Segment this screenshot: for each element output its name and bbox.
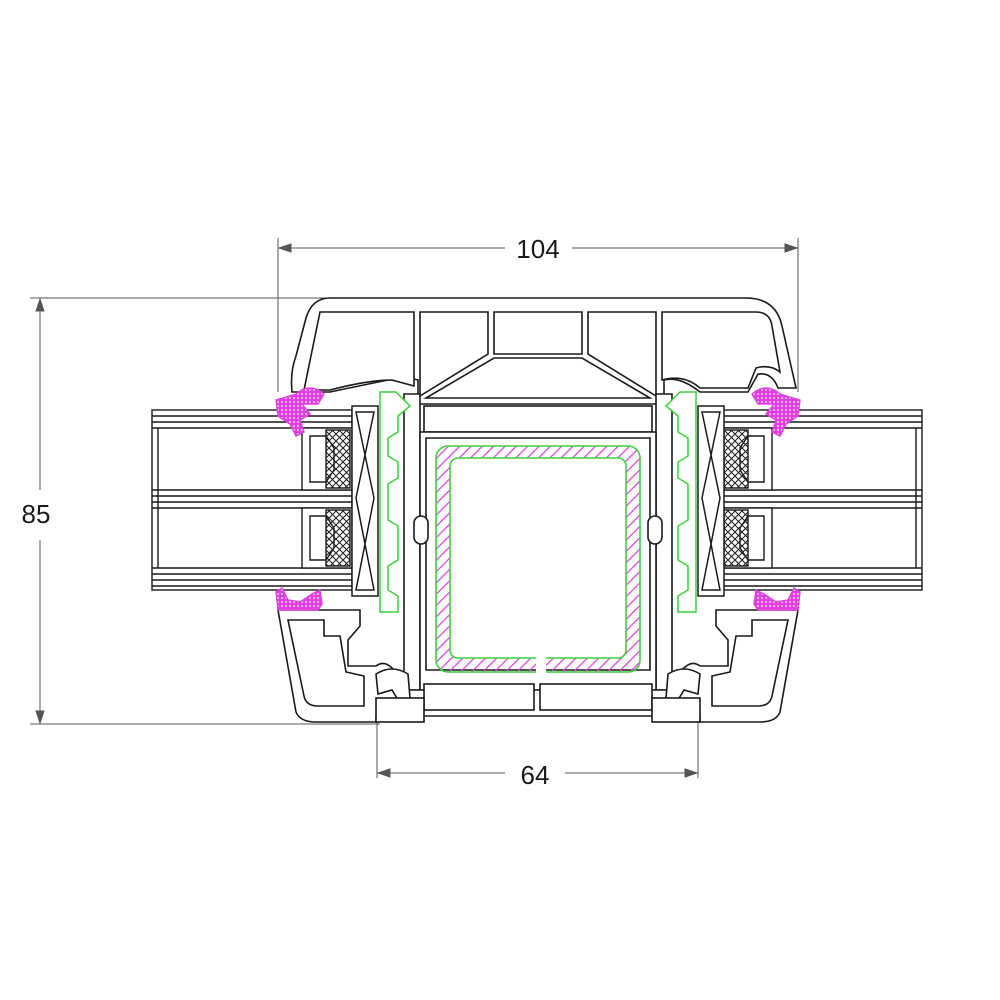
pvc-profile-top [290,297,798,433]
gasket-top-left [275,387,325,437]
gasket-bottom-right [753,586,801,611]
dimension-inner-width [376,712,699,778]
glazing-bead-left [379,391,412,613]
steel-reinforcement [435,445,641,674]
gasket-top-right [751,387,801,437]
gasket-bottom-left [275,586,323,611]
dimension-overall-width [277,238,799,392]
glazing-bead-right [664,391,697,613]
pvc-profile-bottom [277,609,799,723]
dimension-label-overall-width: 104 [516,234,559,264]
dimension-label-inner-width: 64 [521,760,550,790]
dimension-label-overall-height: 85 [22,499,51,529]
setting-block-right [697,405,725,597]
setting-block-left [351,405,379,597]
dimension-overall-height [30,297,380,725]
glass-spacer-right [721,427,773,569]
